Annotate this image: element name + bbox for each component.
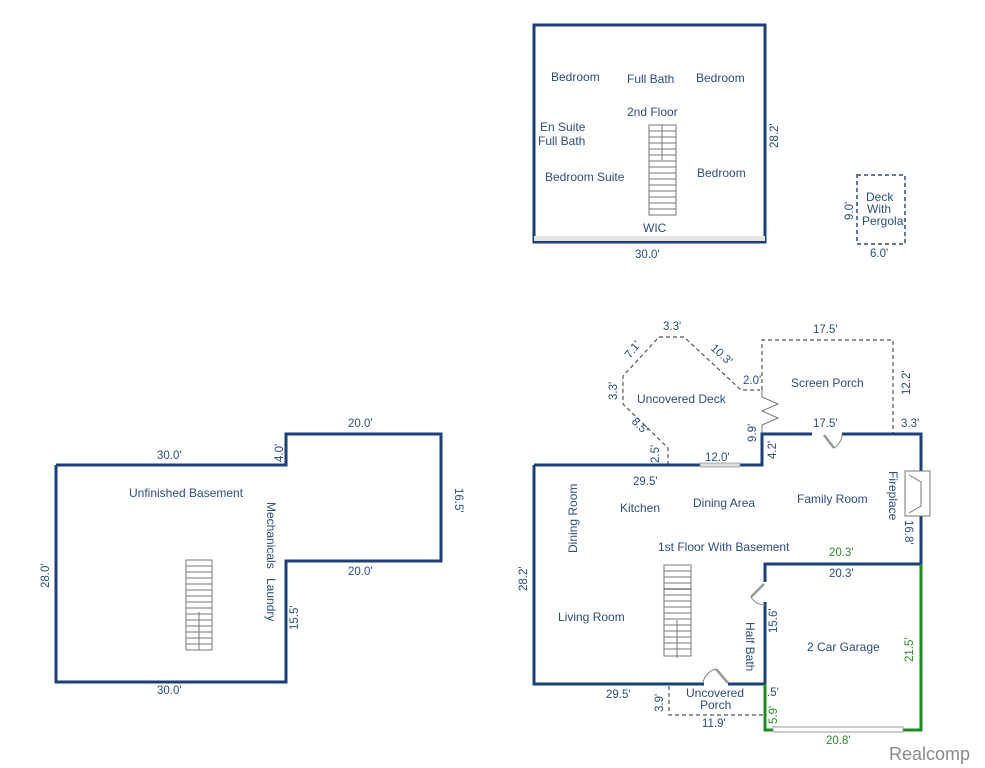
basement-walls <box>54 432 443 684</box>
room-label: Full Bath <box>627 72 674 86</box>
dimension-label: 29.5' <box>606 689 631 701</box>
dimension-label: 11.9' <box>702 718 726 730</box>
deck-steps-icon <box>760 390 780 434</box>
first-floor-plan: Dining Room Kitchen Dining Area Family R… <box>518 321 931 747</box>
second-floor-walls <box>532 23 767 244</box>
door-icon <box>812 432 843 449</box>
dimension-label: 3.3' <box>663 321 681 333</box>
dimension-label: 17.5' <box>813 324 838 336</box>
room-label: Full Bath <box>538 134 585 148</box>
dimension-label: 20.3' <box>829 568 854 580</box>
room-label: Deck <box>866 190 894 204</box>
dimension-label: 17.5' <box>813 418 838 430</box>
door-icon <box>750 582 767 606</box>
dimension-label: 15.6' <box>768 608 780 633</box>
sliding-door-icon <box>699 462 741 468</box>
dimension-label: 28.2' <box>769 123 781 148</box>
floor-title: 2nd Floor <box>627 105 678 119</box>
room-label: Family Room <box>797 492 868 506</box>
room-label: Kitchen <box>620 501 660 515</box>
dimension-label: 2.0' <box>743 375 761 387</box>
dimension-label: 12.0' <box>705 452 730 464</box>
dimension-label: 20.0' <box>348 566 373 578</box>
dimension-label: 30.0' <box>157 450 182 462</box>
dimension-label: 20.8' <box>826 735 851 747</box>
room-label: Living Room <box>558 610 625 624</box>
basement-plan: Unfinished Basement Mechanicals Laundry … <box>40 418 464 697</box>
uncovered-deck-outline <box>622 336 760 465</box>
room-label: WIC <box>643 221 667 235</box>
dimension-label: 28.2' <box>518 566 530 591</box>
dimension-label: 20.3' <box>829 547 854 559</box>
stairs-icon <box>663 564 692 658</box>
dimension-label: 3.3' <box>901 418 919 430</box>
dimension-label: 2.5' <box>650 445 662 463</box>
dimension-label: 4.0' <box>274 444 286 462</box>
room-label: En Suite <box>540 120 586 134</box>
dimension-label: 9.0' <box>844 202 856 220</box>
stairs-icon <box>185 559 213 651</box>
screen-porch-outline <box>761 339 894 434</box>
dimension-label: 16.8' <box>902 520 914 545</box>
dimension-label: 10.3' <box>708 342 734 367</box>
room-label: Mechanicals <box>264 502 278 569</box>
room-label: Bedroom <box>551 70 600 84</box>
dimension-label: 3.3' <box>608 382 620 400</box>
garage-door-icon <box>772 726 904 733</box>
dimension-label: 8.5' <box>629 416 650 437</box>
room-label: Unfinished Basement <box>129 486 244 500</box>
uncovered-porch-outline <box>668 686 765 716</box>
dimension-label: .5' <box>767 687 779 699</box>
dimension-label: 5.9' <box>768 706 780 724</box>
room-label: Pergola <box>862 214 904 228</box>
dimension-label: 30.0' <box>635 249 660 261</box>
garage-walls <box>903 564 923 732</box>
watermark-logo: Realcomp <box>889 744 970 764</box>
room-label: Fireplace <box>886 471 900 521</box>
room-label: Uncovered Deck <box>637 392 727 406</box>
door-icon <box>702 668 729 686</box>
room-label: Screen Porch <box>791 376 864 390</box>
deck-pergola: Deck With Pergola 9.0' 6.0' <box>844 174 906 260</box>
room-label: Porch <box>700 698 731 712</box>
stairs-icon <box>648 124 677 216</box>
room-label: Bedroom <box>697 166 746 180</box>
fireplace-icon <box>904 470 931 517</box>
room-label: 2 Car Garage <box>807 640 880 654</box>
dimension-label: 4.2' <box>767 441 779 459</box>
dimension-label: 12.2' <box>901 370 913 395</box>
second-floor-plan: Bedroom Full Bath Bedroom 2nd Floor En S… <box>532 23 781 261</box>
room-label: Bedroom Suite <box>545 170 625 184</box>
dimension-label: 9.9' <box>747 424 759 442</box>
dimension-label: 16.5' <box>452 488 464 513</box>
room-label: Bedroom <box>696 71 745 85</box>
dimension-label: 15.5' <box>289 605 301 630</box>
room-label: Half Bath <box>743 622 757 671</box>
room-label: Dining Room <box>566 484 580 553</box>
room-label: Dining Area <box>693 496 755 510</box>
dimension-label: 20.0' <box>348 418 373 430</box>
floor-title: 1st Floor With Basement <box>658 540 790 554</box>
dimension-label: 3.9' <box>654 694 666 712</box>
room-label: Laundry <box>264 578 278 621</box>
room-label: With <box>867 202 891 216</box>
room-label: Uncovered <box>686 686 744 700</box>
dimension-label: 28.0' <box>40 563 52 588</box>
dimension-label: 30.0' <box>157 685 182 697</box>
dimension-label: 29.5' <box>633 476 658 488</box>
dimension-label: 6.0' <box>870 248 888 260</box>
dimension-label: 21.5' <box>904 637 916 662</box>
